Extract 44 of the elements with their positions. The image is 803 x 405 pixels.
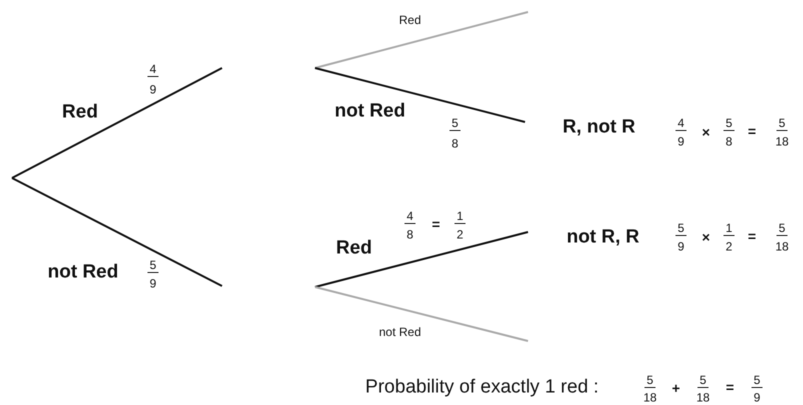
fraction-denominator: 2 <box>724 240 734 252</box>
branch-label: not Red <box>334 102 406 120</box>
math-operator: + <box>672 381 680 395</box>
fraction-denominator: 18 <box>695 390 711 404</box>
fraction-numerator: 5 <box>676 222 686 236</box>
math-operator: × <box>702 230 710 244</box>
result-text: Probability of exactly 1 red : <box>365 378 599 396</box>
fraction-numerator: 4 <box>148 63 158 77</box>
branch-label: Red <box>399 14 421 26</box>
fraction-denominator: 9 <box>148 276 158 290</box>
fraction-denominator: 9 <box>676 134 686 148</box>
fraction-numerator: 5 <box>776 117 788 131</box>
fraction-denominator: 9 <box>676 240 686 252</box>
branch-label: Red <box>336 238 372 258</box>
fraction-numerator: 5 <box>776 222 788 236</box>
fraction-numerator: 4 <box>676 117 686 131</box>
branch-label: Red <box>62 102 98 122</box>
branch-label: not Red <box>48 262 118 282</box>
fraction-numerator: 5 <box>450 117 460 131</box>
fraction-numerator: 5 <box>148 259 158 273</box>
math-operator: × <box>702 125 710 139</box>
fraction-numerator: 5 <box>724 117 734 131</box>
fraction-numerator: 5 <box>752 374 762 388</box>
branch-label: not R, R <box>566 228 640 246</box>
fraction-numerator: 5 <box>698 374 708 388</box>
branch-label: R, not R <box>562 118 636 136</box>
math-operator: = <box>748 124 756 138</box>
math-operator: = <box>726 380 734 394</box>
fraction-denominator: 18 <box>774 240 790 252</box>
fraction-denominator: 2 <box>456 228 464 240</box>
fraction-denominator: 18 <box>642 390 658 404</box>
math-operator: = <box>748 229 756 243</box>
fraction-denominator: 18 <box>774 134 790 148</box>
branch-label: not Red <box>378 326 422 338</box>
fraction-denominator: 8 <box>406 228 414 240</box>
fraction-denominator: 9 <box>752 390 762 404</box>
fraction-denominator: 9 <box>148 82 158 96</box>
fraction-numerator: 1 <box>724 222 734 236</box>
fraction-denominator: 8 <box>450 136 460 150</box>
fraction-numerator: 5 <box>644 374 656 388</box>
fraction-numerator: 4 <box>404 210 416 224</box>
fraction-numerator: 1 <box>454 210 466 224</box>
fraction-denominator: 8 <box>724 134 734 148</box>
math-operator: = <box>432 217 440 231</box>
